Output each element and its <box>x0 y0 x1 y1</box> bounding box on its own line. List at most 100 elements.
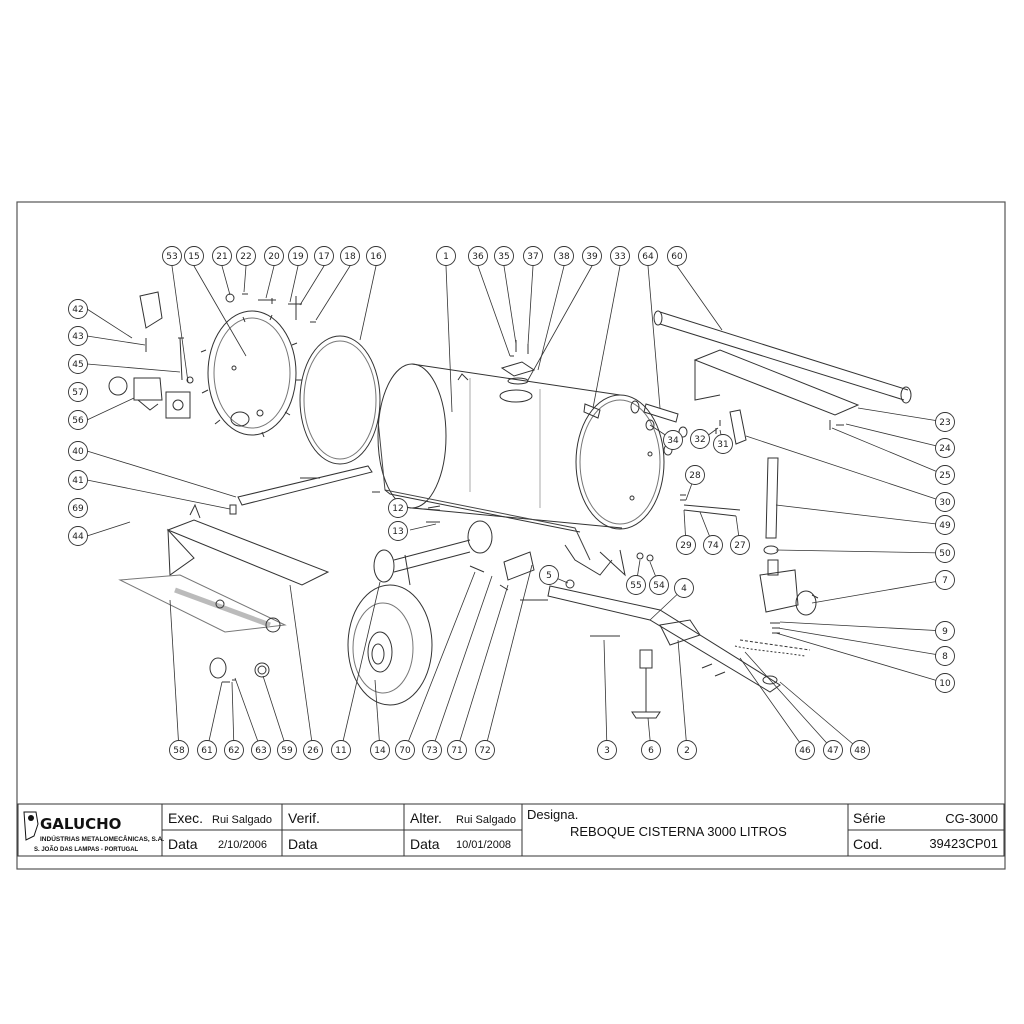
callout-circle <box>68 441 88 461</box>
callout-73: 73 <box>422 740 442 760</box>
nuts-washers <box>565 552 654 589</box>
callout-number: 25 <box>939 471 950 481</box>
callout-circle <box>236 246 256 266</box>
small-bolts <box>372 491 441 523</box>
callout-64: 64 <box>638 246 658 266</box>
callout-38: 38 <box>554 246 574 266</box>
axle-assembly <box>373 520 493 586</box>
callout-circle <box>935 412 955 432</box>
callout-number: 7 <box>942 576 948 586</box>
title-block: GALUCHO INDÚSTRIAS METALOMECÂNICAS, S.A.… <box>17 803 1005 857</box>
callout-15: 15 <box>184 246 204 266</box>
callout-14: 14 <box>370 740 390 760</box>
callout-circle <box>823 740 843 760</box>
callout-circle <box>713 434 733 454</box>
callout-13: 13 <box>388 521 408 541</box>
wheel <box>347 584 433 706</box>
cod-value: 39423CP01 <box>929 836 998 851</box>
callout-43: 43 <box>68 326 88 346</box>
callout-circle <box>68 470 88 490</box>
callout-number: 4 <box>681 584 687 594</box>
callout-63: 63 <box>251 740 271 760</box>
designation: REBOQUE CISTERNA 3000 LITROS <box>570 824 787 839</box>
callout-26: 26 <box>303 740 323 760</box>
callout-17: 17 <box>314 246 334 266</box>
cod-label: Cod. <box>853 836 883 852</box>
callout-number: 10 <box>939 679 951 689</box>
callout-72: 72 <box>475 740 495 760</box>
callout-number: 41 <box>72 476 83 486</box>
callout-number: 40 <box>72 447 84 457</box>
callout-number: 30 <box>939 498 951 508</box>
callout-21: 21 <box>212 246 232 266</box>
verif-label: Verif. <box>288 810 320 826</box>
callout-circle <box>935 570 955 590</box>
callout-49: 49 <box>935 515 955 535</box>
callout-number: 33 <box>614 252 625 262</box>
callout-circle <box>197 740 217 760</box>
callout-42: 42 <box>68 299 88 319</box>
callout-circle <box>935 621 955 641</box>
callout-number: 14 <box>374 746 386 756</box>
callout-circle <box>649 575 669 595</box>
callout-circle <box>582 246 602 266</box>
callout-number: 31 <box>717 440 728 450</box>
callout-number: 27 <box>734 541 745 551</box>
callout-circle <box>68 299 88 319</box>
callout-30: 30 <box>935 492 955 512</box>
drawing-frame <box>16 201 1006 870</box>
bottom-plate <box>118 574 287 633</box>
callout-46: 46 <box>795 740 815 760</box>
callout-number: 42 <box>72 305 83 315</box>
callout-74: 74 <box>703 535 723 555</box>
callout-circle <box>494 246 514 266</box>
company-logo: GALUCHO INDÚSTRIAS METALOMECÂNICAS, S.A.… <box>23 811 164 853</box>
callout-55: 55 <box>626 575 646 595</box>
callout-circle <box>674 578 694 598</box>
callout-number: 64 <box>642 252 654 262</box>
verif-data-label: Data <box>288 836 318 852</box>
alter-value: Rui Salgado <box>456 814 516 826</box>
callout-47: 47 <box>823 740 843 760</box>
callout-circle <box>68 354 88 374</box>
callout-number: 6 <box>648 746 654 756</box>
callout-number: 48 <box>854 746 866 756</box>
callout-circle <box>395 740 415 760</box>
exec-data-label: Data <box>168 836 198 852</box>
callout-circle <box>523 246 543 266</box>
callout-28: 28 <box>685 465 705 485</box>
parts-art <box>108 291 912 719</box>
callout-70: 70 <box>395 740 415 760</box>
callout-circle <box>935 673 955 693</box>
callout-circle <box>638 246 658 266</box>
gasket-ring <box>299 335 381 465</box>
callout-number: 63 <box>255 746 266 756</box>
callout-number: 1 <box>443 252 449 262</box>
callout-number: 55 <box>630 581 641 591</box>
callout-circle <box>277 740 297 760</box>
callout-number: 44 <box>72 532 84 542</box>
callout-circle <box>422 740 442 760</box>
callout-number: 50 <box>939 549 951 559</box>
callout-16: 16 <box>366 246 386 266</box>
callout-8: 8 <box>935 646 955 666</box>
support-jack <box>631 649 661 719</box>
callout-18: 18 <box>340 246 360 266</box>
drawbar-chassis <box>520 585 811 693</box>
callout-9: 9 <box>935 621 955 641</box>
callout-25: 25 <box>935 465 955 485</box>
callout-number: 59 <box>281 746 293 756</box>
callout-number: 15 <box>188 252 199 262</box>
callout-number: 17 <box>318 252 329 262</box>
callout-circle <box>388 521 408 541</box>
serie-value: CG-3000 <box>945 811 998 826</box>
callout-circle <box>685 465 705 485</box>
callout-number: 47 <box>827 746 838 756</box>
callout-number: 54 <box>653 581 665 591</box>
callout-59: 59 <box>277 740 297 760</box>
tool-tray <box>693 349 860 430</box>
callout-number: 21 <box>216 252 227 262</box>
callout-number: 72 <box>479 746 490 756</box>
